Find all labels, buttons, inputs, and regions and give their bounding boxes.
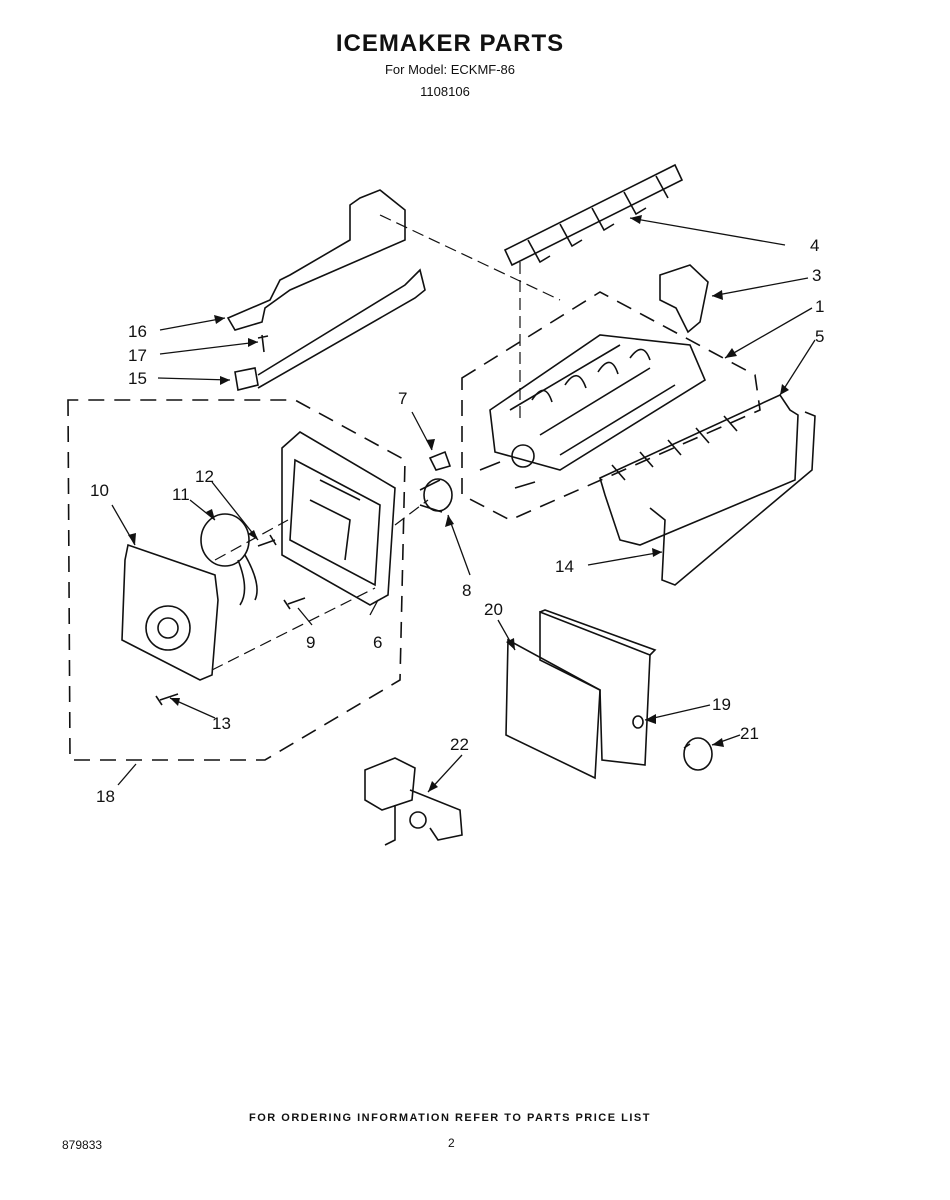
assembly-boundary-18 [67, 399, 406, 761]
callout-9: 9 [306, 633, 315, 652]
harness-part-15 [234, 268, 426, 391]
cover-part-3 [659, 264, 709, 334]
front-cover-part-20 [505, 638, 601, 780]
screw-part-13 [155, 693, 179, 706]
motor-part-11 [200, 513, 258, 606]
callout-21: 21 [740, 724, 759, 743]
callout-4: 4 [810, 236, 819, 255]
callout-14: 14 [555, 557, 574, 576]
screw-part-9 [283, 597, 306, 610]
document-number: 1108106 [420, 84, 470, 99]
reference-number: 879833 [62, 1138, 103, 1152]
assembly-boundary-1 [461, 291, 761, 521]
callout-5: 5 [815, 327, 824, 346]
stripper-part-5 [599, 393, 799, 546]
page-number: 2 [448, 1136, 455, 1150]
callout-12: 12 [195, 467, 214, 486]
callout-19: 19 [712, 695, 731, 714]
callout-22: 22 [450, 735, 469, 754]
ejector-part-4 [503, 163, 684, 267]
mold-part-1 [479, 334, 707, 489]
callout-labels: 4 3 1 5 16 17 15 7 12 11 10 8 20 14 9 6 … [90, 236, 824, 806]
arrow-heads [128, 215, 789, 792]
ordering-note: FOR ORDERING INFORMATION REFER TO PARTS … [249, 1112, 651, 1124]
housing-part-6 [281, 431, 396, 606]
screw-part-12 [257, 534, 277, 547]
callout-6: 6 [373, 633, 382, 652]
callout-17: 17 [128, 346, 147, 365]
callout-3: 3 [812, 266, 821, 285]
water-valve-part-22 [364, 757, 463, 846]
clip-part-7 [428, 450, 452, 471]
callout-20: 20 [484, 600, 503, 619]
callout-7: 7 [398, 389, 407, 408]
thermostat-part-8 [419, 478, 453, 513]
callout-8: 8 [462, 581, 471, 600]
cover-box-part-19 [539, 609, 657, 766]
callout-15: 15 [128, 369, 147, 388]
mounting-plate-part-10 [121, 543, 219, 681]
page-title: ICEMAKER PARTS [335, 30, 565, 57]
shutoff-arm-part-14 [649, 411, 816, 586]
callout-10: 10 [90, 481, 109, 500]
callout-18: 18 [96, 787, 115, 806]
callout-13: 13 [212, 714, 231, 733]
alignment-lines [211, 214, 561, 671]
callout-11: 11 [172, 485, 190, 504]
knob-part-21 [683, 737, 713, 771]
leader-lines [111, 217, 816, 793]
screw-part-17 [257, 334, 269, 353]
model-line: For Model: ECKMF-86 [384, 62, 516, 77]
bracket-part-16 [226, 189, 406, 331]
callout-1: 1 [815, 297, 824, 316]
callout-16: 16 [128, 322, 147, 341]
